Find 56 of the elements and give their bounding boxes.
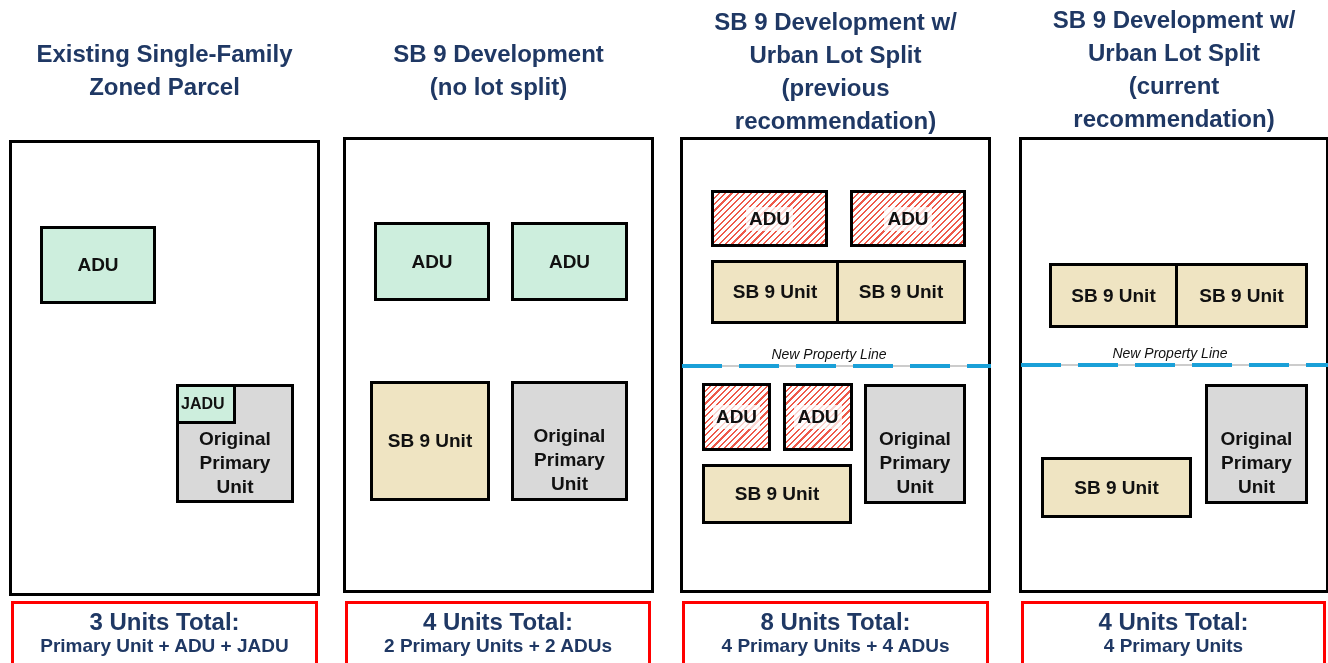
total-breakdown: 4 Primary Units	[1102, 635, 1245, 657]
total-box	[1021, 601, 1326, 663]
unit-label: ADU	[745, 206, 794, 231]
jadu-box	[176, 384, 236, 424]
adu-box	[511, 222, 628, 301]
adu-box	[40, 226, 156, 304]
sb9-unit-box	[1049, 263, 1178, 328]
total-breakdown: Primary Unit + ADU + JADU	[39, 635, 290, 657]
hatched-adu-box	[711, 190, 828, 247]
primary-unit-box	[176, 384, 294, 503]
property-line-label: New Property Line	[1112, 345, 1228, 361]
primary-unit-box	[864, 384, 966, 504]
unit-label: ADU	[794, 405, 842, 429]
unit-label: SB 9 Unit	[1199, 283, 1284, 308]
total-box	[345, 601, 651, 663]
total-heading: 8 Units Total:	[759, 608, 912, 635]
primary-unit-box	[1205, 384, 1308, 504]
hatched-adu-box	[783, 383, 853, 451]
unit-label: ADU	[77, 253, 119, 277]
column-heading: SB 9 Development (no lot split)	[392, 39, 605, 102]
unit-label: ADU	[884, 206, 932, 231]
total-box	[11, 601, 318, 663]
unit-label: Original Primary Unit	[878, 427, 952, 499]
sb9-unit-box	[836, 260, 966, 324]
sb9-unit-box	[702, 464, 852, 524]
sb9-unit-box	[1041, 457, 1192, 518]
total-heading: 4 Units Total:	[1097, 608, 1250, 635]
hatched-adu-box	[850, 190, 966, 247]
total-heading: 4 Units Total:	[421, 608, 575, 635]
column-heading: Existing Single-Family Zoned Parcel	[35, 39, 294, 102]
unit-label: SB 9 Unit	[732, 280, 818, 304]
primary-unit-box	[511, 381, 628, 501]
unit-label: SB 9 Unit	[734, 482, 820, 506]
unit-label: ADU	[411, 249, 453, 274]
total-breakdown: 4 Primary Units + 4 ADUs	[720, 635, 951, 657]
unit-label: SB 9 Unit	[1074, 475, 1159, 500]
sb9-unit-box	[370, 381, 490, 501]
unit-label: SB 9 Unit	[387, 429, 473, 453]
total-heading: 3 Units Total:	[88, 608, 241, 635]
column-heading: SB 9 Development w/ Urban Lot Split (current recommendation)	[1051, 5, 1297, 134]
adu-box	[374, 222, 490, 301]
unit-label: SB 9 Unit	[1071, 283, 1156, 308]
hatched-adu-box	[702, 383, 771, 451]
unit-label: Original Primary Unit	[532, 424, 607, 496]
property-line-label: New Property Line	[771, 346, 887, 362]
unit-label: Original Primary Unit	[1219, 427, 1294, 499]
sb9-unit-box	[711, 260, 839, 324]
total-box	[682, 601, 989, 663]
sb9-unit-box	[1175, 263, 1308, 328]
unit-label: Original Primary Unit	[198, 427, 272, 499]
unit-label: ADU	[712, 405, 761, 429]
total-breakdown: 2 Primary Units + 2 ADUs	[383, 635, 613, 657]
column-heading: SB 9 Development w/ Urban Lot Split (previous recommendation)	[713, 7, 958, 136]
unit-label: JADU	[181, 394, 225, 414]
unit-label: ADU	[548, 249, 591, 274]
unit-label: SB 9 Unit	[858, 280, 944, 304]
